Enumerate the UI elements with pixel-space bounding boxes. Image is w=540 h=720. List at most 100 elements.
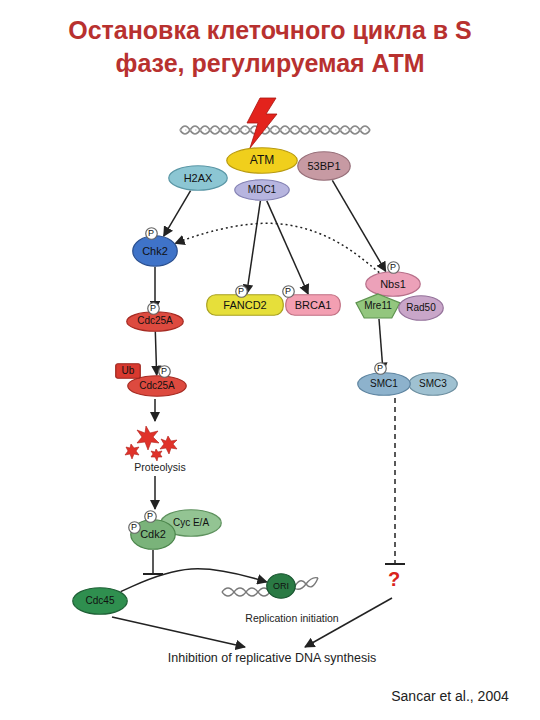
node-shape bbox=[227, 147, 298, 173]
node-label: Chk2 bbox=[142, 246, 168, 257]
dna-helix bbox=[180, 126, 370, 134]
node-shape bbox=[73, 588, 128, 615]
protein-ellipse: Cdc45 bbox=[72, 587, 128, 615]
protein-ellipse: 53BP1 bbox=[297, 151, 351, 181]
node-label: Cdc45 bbox=[86, 596, 115, 606]
node-shape bbox=[409, 373, 458, 396]
protein-ellipse: SMC1 bbox=[357, 372, 411, 396]
process-label: Replication initiation bbox=[212, 612, 372, 624]
burst-star bbox=[151, 449, 162, 461]
inhibition-line bbox=[152, 550, 154, 574]
outcome-label: Inhibition of replicative DNA synthesis bbox=[107, 651, 437, 665]
phospho-mark: P bbox=[282, 285, 295, 298]
node-shape bbox=[358, 373, 411, 396]
node-shape bbox=[128, 521, 140, 533]
node-shape bbox=[298, 152, 351, 181]
signal-arrow bbox=[247, 201, 261, 294]
inhibition-bar bbox=[385, 563, 405, 565]
node-label: P bbox=[238, 287, 244, 296]
node-shape bbox=[169, 166, 228, 191]
protein-box: BRCA1 bbox=[285, 294, 341, 316]
dna-strand bbox=[180, 126, 370, 134]
signal-arrow bbox=[267, 201, 308, 294]
node-label: H2AX bbox=[184, 173, 213, 184]
node-shape bbox=[207, 295, 284, 316]
node-shape bbox=[144, 510, 156, 522]
protein-ellipse: SMC3 bbox=[408, 372, 458, 396]
node-label: ATM bbox=[250, 154, 274, 166]
node-shape bbox=[147, 302, 159, 314]
node-label: ORI bbox=[273, 582, 289, 591]
node-label: SMC1 bbox=[370, 379, 398, 389]
flow-arrow bbox=[112, 617, 245, 647]
node-label: P bbox=[285, 287, 291, 296]
node-label: BRCA1 bbox=[295, 300, 332, 311]
inhibition-line bbox=[394, 398, 396, 564]
node-shape bbox=[356, 294, 400, 318]
node-label: MDC1 bbox=[248, 185, 276, 195]
process-label: Proteolysis bbox=[105, 461, 215, 473]
unknown-mark: ? bbox=[379, 568, 409, 591]
signal-arrow bbox=[332, 180, 385, 271]
node-label: 53BP1 bbox=[307, 161, 340, 172]
protein-ellipse: Nbs1 bbox=[365, 271, 421, 297]
protein-box: FANCD2 bbox=[206, 294, 284, 316]
protein-ellipse: MDC1 bbox=[234, 179, 290, 201]
node-label: Nbs1 bbox=[380, 279, 406, 290]
slide-title: Остановка клеточного цикла в S фазе, рег… bbox=[45, 14, 495, 79]
phospho-mark: P bbox=[387, 261, 400, 274]
burst-star bbox=[137, 426, 159, 450]
node-shape bbox=[235, 180, 290, 201]
signal-arrow bbox=[175, 223, 379, 272]
origin-circle: ORI bbox=[266, 573, 296, 599]
node-shape bbox=[282, 285, 294, 297]
connector-layer bbox=[121, 180, 386, 591]
proteolysis-burst bbox=[125, 426, 177, 461]
protein-ellipse: Rad50 bbox=[398, 295, 444, 321]
dna-strand bbox=[180, 126, 370, 134]
node-label: P bbox=[390, 263, 396, 272]
signal-arrow bbox=[164, 191, 191, 237]
damage-lightning bbox=[247, 98, 277, 148]
burst-star bbox=[160, 436, 177, 454]
node-shape bbox=[399, 296, 444, 321]
node-shape bbox=[267, 574, 296, 599]
flow-arrow bbox=[154, 399, 156, 421]
node-label: FANCD2 bbox=[223, 300, 266, 311]
node-shape bbox=[116, 364, 141, 379]
ubiquitin-tag: Ub bbox=[115, 363, 141, 379]
flow-arrow bbox=[154, 476, 156, 509]
phospho-mark: P bbox=[145, 227, 158, 240]
node-label: P bbox=[150, 304, 156, 313]
phospho-mark: P bbox=[235, 285, 248, 298]
protein-ellipse: ATM bbox=[226, 147, 298, 174]
node-shape bbox=[235, 285, 247, 297]
node-label: Mre11 bbox=[364, 301, 392, 311]
signal-arrow bbox=[121, 569, 267, 592]
phospho-mark: P bbox=[128, 521, 141, 534]
node-label: Cdc25A bbox=[139, 381, 175, 391]
phospho-mark: P bbox=[147, 302, 160, 315]
node-shape bbox=[366, 272, 421, 297]
node-label: SMC3 bbox=[419, 379, 447, 389]
signal-arrow bbox=[155, 331, 156, 375]
node-shape bbox=[158, 365, 170, 377]
node-label: P bbox=[131, 523, 137, 532]
node-label: Cdc25A bbox=[137, 316, 173, 326]
node-shape bbox=[387, 261, 399, 273]
node-label: P bbox=[377, 364, 383, 373]
burst-star bbox=[125, 444, 139, 459]
phospho-mark: P bbox=[374, 362, 387, 375]
node-label: P bbox=[148, 229, 154, 238]
node-label: P bbox=[147, 512, 153, 521]
node-shape bbox=[286, 295, 341, 316]
protein-pentagon: Mre11 bbox=[355, 293, 401, 319]
node-shape bbox=[128, 376, 187, 397]
phospho-mark: P bbox=[144, 510, 157, 523]
kinase-ellipse: Chk2 bbox=[132, 235, 178, 267]
node-shape bbox=[145, 227, 157, 239]
protein-ellipse: H2AX bbox=[168, 165, 228, 191]
node-shape bbox=[374, 362, 386, 374]
source-caption: Sancar et al., 2004 bbox=[370, 688, 530, 704]
